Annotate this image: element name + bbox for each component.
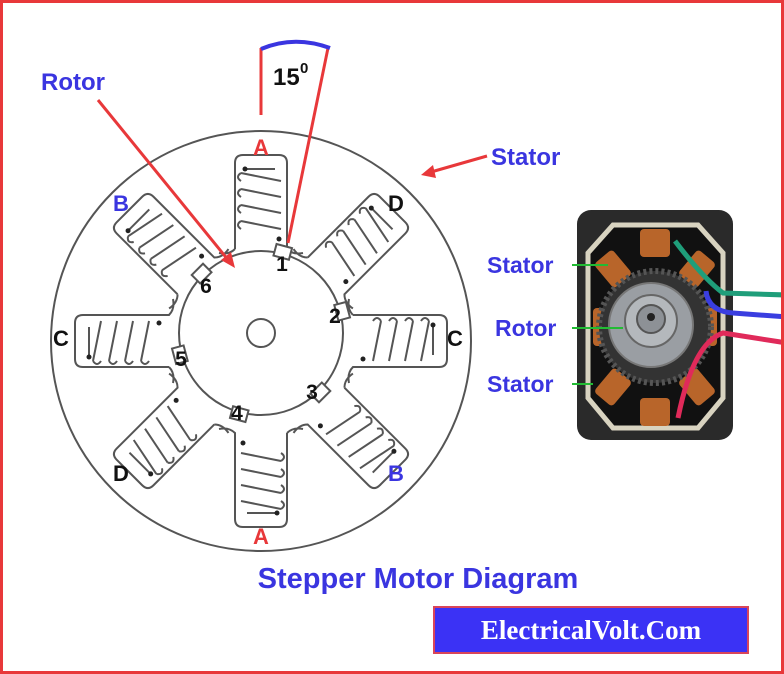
stator-arrow <box>430 154 488 174</box>
pole-label-a-bottom: A <box>253 524 269 549</box>
tooth-3: 3 <box>306 381 318 404</box>
pole-label-d-lower: D <box>113 461 129 486</box>
motor-photo <box>572 210 781 440</box>
photo-label-rotor: Rotor <box>495 315 556 341</box>
stator-callout: Stator <box>491 144 560 171</box>
rotor-tooth <box>333 300 352 322</box>
angle-degree: 0 <box>300 60 308 77</box>
diagram-title: Stepper Motor Diagram <box>257 563 579 595</box>
rotor-callout: Rotor <box>41 69 105 96</box>
pole-label-c-left: C <box>53 326 69 351</box>
tooth-1: 1 <box>276 253 288 276</box>
stator-pole <box>74 298 175 384</box>
stator-pole <box>218 427 304 528</box>
photo-label-stator-bottom: Stator <box>487 371 554 397</box>
stepper-motor-diagram: 15 0 Rotor Stator A D C B A D C B 1 2 3 … <box>41 39 781 552</box>
rotor-tooth <box>272 242 294 261</box>
site-banner[interactable]: ElectricalVolt.Com <box>433 606 749 654</box>
pole-label-c-right: C <box>447 326 463 351</box>
stator-pole <box>112 372 230 490</box>
rotor-arrow <box>96 99 231 262</box>
stator-poles <box>74 154 448 528</box>
rotor <box>170 242 352 424</box>
rotor-arrowhead <box>221 252 235 268</box>
pole-label-a-top: A <box>253 135 269 160</box>
tooth-6: 6 <box>200 275 212 298</box>
angle-marker: 15 0 <box>259 39 331 244</box>
pole-label-b-upper: B <box>113 191 129 216</box>
photo-label-stator-top: Stator <box>487 252 554 278</box>
rotor-tooth <box>228 405 250 424</box>
rotor-tooth <box>170 344 189 366</box>
stator-arrowhead <box>421 165 436 178</box>
stator-pole <box>218 154 304 255</box>
pole-label-b-lower: B <box>388 461 404 486</box>
stator-pole <box>292 372 410 490</box>
rotor-tooth <box>309 381 332 404</box>
rotor-tooth <box>190 262 213 285</box>
angle-value: 15 <box>273 64 300 91</box>
pole-label-d-upper: D <box>388 191 404 216</box>
rotor-shaft <box>246 318 276 348</box>
tooth-4: 4 <box>231 402 243 425</box>
stator-pole <box>347 298 448 384</box>
stator-pole <box>292 192 410 310</box>
tooth-2: 2 <box>329 305 341 328</box>
tooth-5: 5 <box>175 348 187 371</box>
